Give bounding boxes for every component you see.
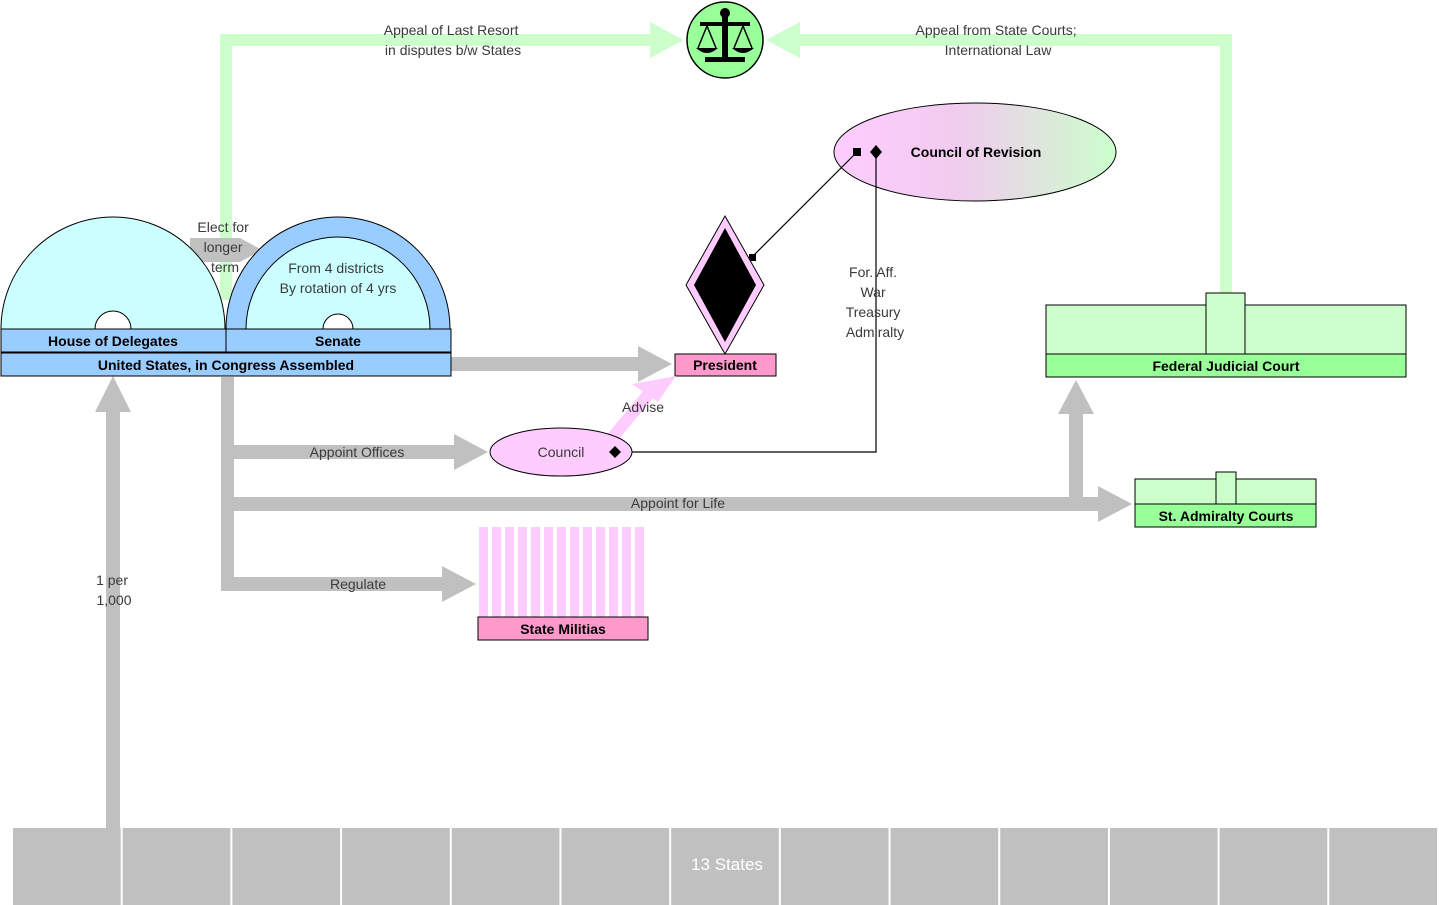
appoint-offices-label: Appoint Offices — [310, 444, 405, 460]
militia-stripe — [492, 527, 501, 617]
council-of-revision: Council of Revision — [833, 102, 1117, 202]
militia-stripe — [479, 527, 488, 617]
ratio-line-2: 1,000 — [96, 592, 131, 608]
senate-note-line-1: From 4 districts — [288, 260, 384, 276]
regulate-arrow — [221, 566, 476, 602]
appeal-state-courts-arrow — [766, 22, 1232, 296]
state-militias: State Militias — [477, 527, 649, 641]
revision-connectors — [615, 145, 882, 453]
militia-stripe — [531, 527, 540, 617]
senate-note-line-2: By rotation of 4 yrs — [280, 280, 397, 296]
congress-label: United States, in Congress Assembled — [98, 357, 354, 373]
appeal-state-courts-line-2: International Law — [945, 42, 1053, 58]
states-elect-house-arrow — [95, 376, 131, 828]
one-per-thousand-label: 1 per 1,000 — [96, 572, 132, 608]
states-label: 13 States — [691, 855, 763, 874]
appoint-for-life-label: Appoint for Life — [631, 495, 725, 511]
advise-arrow — [607, 376, 676, 442]
state-block — [1000, 828, 1108, 905]
elect-line-2: longer — [204, 239, 243, 255]
to-federal-court-arrow — [1058, 380, 1094, 504]
appeal-last-resort-line-1: Appeal of Last Resort — [384, 22, 519, 38]
state-block — [232, 828, 341, 905]
regulate-label: Regulate — [330, 576, 386, 592]
militia-stripe — [583, 527, 592, 617]
militia-stripe — [544, 527, 553, 617]
council: Council — [489, 427, 633, 477]
state-block — [13, 828, 121, 905]
militia-stripe — [622, 527, 631, 617]
appeal-last-resort-line-2: in disputes b/w States — [385, 42, 521, 58]
state-block — [1219, 828, 1328, 905]
state-block — [780, 828, 889, 905]
st-admiralty-courts-label: St. Admiralty Courts — [1159, 508, 1294, 524]
state-militias-label: State Militias — [520, 621, 606, 637]
militia-stripe — [596, 527, 605, 617]
militia-stripe — [635, 527, 644, 617]
president-diamond — [685, 214, 765, 356]
advise-label: Advise — [622, 399, 664, 415]
state-block — [671, 828, 779, 905]
appeal-state-courts-label: Appeal from State Courts; International … — [916, 22, 1081, 58]
st-admiralty-courts: St. Admiralty Courts — [1134, 471, 1317, 528]
for-aff-line-2: War — [860, 284, 885, 300]
house-elect-senate-arrow — [190, 238, 262, 262]
for-aff-line-3: Treasury — [846, 304, 901, 320]
elect-line-3: term — [211, 259, 239, 275]
house-label: House of Delegates — [48, 333, 178, 349]
elect-line-1: Elect for — [197, 219, 249, 235]
elect-longer-term-label: Elect for longer term — [197, 219, 252, 275]
for-aff-label: For. Aff. War Treasury Admiralty — [846, 264, 905, 340]
president-label: President — [693, 357, 757, 373]
militia-stripe — [518, 527, 527, 617]
appeal-last-resort-label: Appeal of Last Resort in disputes b/w St… — [384, 22, 523, 58]
congress-to-president-arrow — [451, 346, 672, 382]
state-block — [890, 828, 999, 905]
scales-of-justice-icon — [686, 1, 764, 79]
federal-judicial-court-label: Federal Judicial Court — [1152, 358, 1299, 374]
senate-label: Senate — [315, 333, 361, 349]
militia-stripe — [505, 527, 514, 617]
militia-stripe — [570, 527, 579, 617]
house-of-delegates: House of Delegates — [0, 216, 227, 353]
state-block — [451, 828, 560, 905]
appoint-for-life-arrow — [221, 486, 1132, 522]
federal-judicial-court: Federal Judicial Court — [1045, 292, 1407, 378]
state-block — [342, 828, 450, 905]
senate: Senate — [225, 216, 452, 353]
appoint-offices-arrow — [221, 434, 488, 470]
militia-stripe — [557, 527, 566, 617]
state-block — [1109, 828, 1218, 905]
state-block — [122, 828, 231, 905]
militia-stripe — [609, 527, 618, 617]
militia-bars — [479, 527, 644, 617]
ratio-line-1: 1 per — [96, 572, 128, 588]
congress-appointments-trunk — [221, 377, 234, 591]
council-label: Council — [538, 444, 585, 460]
state-block — [1329, 828, 1437, 905]
state-block — [561, 828, 670, 905]
for-aff-line-4: Admiralty — [846, 324, 904, 340]
president-box: President — [674, 353, 777, 377]
state-blocks — [13, 828, 1437, 905]
congress-assembled: United States, in Congress Assembled — [0, 352, 452, 377]
appeal-last-resort-arrow — [220, 22, 684, 300]
appeal-state-courts-line-1: Appeal from State Courts; — [916, 22, 1077, 38]
council-of-revision-label: Council of Revision — [911, 144, 1042, 160]
senate-note: From 4 districts By rotation of 4 yrs — [280, 260, 397, 296]
thirteen-states: 13 States — [13, 828, 1437, 905]
for-aff-line-1: For. Aff. — [849, 264, 897, 280]
